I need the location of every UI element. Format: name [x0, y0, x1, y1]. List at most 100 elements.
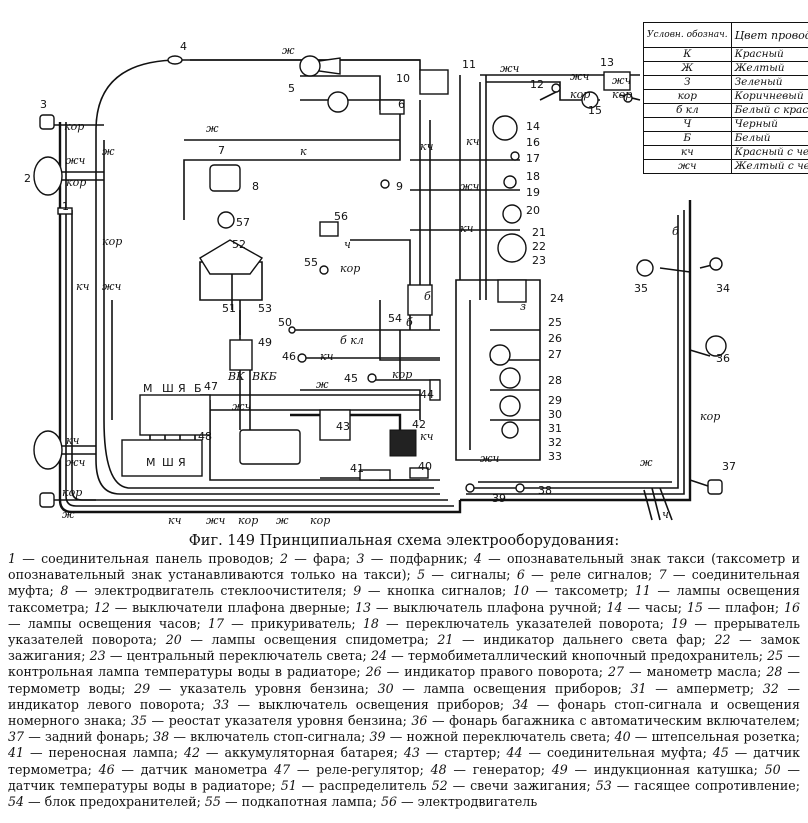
legend-description: соединительная панель проводов; — [41, 551, 274, 566]
legend-description: ножной переключатель света; — [406, 729, 611, 745]
legend-description: часы; — [644, 599, 682, 615]
callout-1: 1 — [62, 200, 69, 213]
wire-color: Черный — [730, 117, 808, 132]
callout-45: 45 — [344, 372, 358, 385]
legend-number: 21 — [437, 632, 454, 648]
callout-49: 49 — [258, 336, 272, 349]
callout-19: 19 — [526, 186, 540, 199]
radiator-sensor-icon — [288, 326, 296, 334]
legend-number: 27 — [608, 664, 625, 680]
legend-item: 12 — выключатели плафона дверные; — [93, 599, 351, 615]
callout-18: 18 — [526, 170, 540, 183]
callout-22: 22 — [532, 240, 546, 253]
wire-label: ж — [276, 514, 289, 527]
wire-label: жч — [570, 70, 590, 83]
wire-color: Желтый — [730, 61, 808, 76]
wire-label: кор — [340, 262, 360, 275]
callout-10: 10 — [396, 72, 410, 85]
callout-28: 28 — [548, 374, 562, 387]
callout-47: 47 — [204, 380, 218, 393]
legend-number: 7 — [658, 567, 667, 583]
wire-label: кч — [460, 222, 474, 235]
light-switch-icon — [497, 279, 527, 303]
callout-15: 15 — [588, 104, 602, 117]
wire-color: Белый — [730, 131, 808, 146]
figure-caption: Фиг. 149 Принципиальная схема электрообо… — [188, 533, 620, 549]
wire-label: жч — [500, 62, 520, 75]
legend-number: 45 — [712, 745, 729, 761]
legend-item: 45 — датчик термометра; — [8, 745, 801, 777]
callout-55: 55 — [304, 256, 318, 269]
wire-label: жч — [612, 74, 632, 87]
legend-description: фонарь стоп-сигнала и освещения номерног… — [8, 696, 801, 729]
wire-color: Коричневый — [730, 89, 808, 104]
legend-number: 3 — [356, 551, 365, 566]
callout-42: 42 — [412, 418, 426, 431]
lighter-icon — [510, 151, 520, 161]
legend-item: 54 — блок предохранителей; — [8, 794, 201, 810]
legend-description: распределитель — [319, 777, 427, 793]
legend-item: 43 — стартер; — [403, 745, 501, 761]
legend-item: 23 — центральный переключатель света; — [89, 648, 367, 664]
stop-switch-icon — [515, 483, 525, 493]
callout-14: 14 — [526, 120, 540, 133]
starter-icon — [239, 429, 301, 465]
legend-number: 11 — [634, 583, 651, 599]
wire-label: кор — [392, 368, 412, 381]
legend-description: переключатель указателей поворота; — [405, 615, 664, 631]
callout-44: 44 — [420, 388, 434, 401]
legend-item: 27 — манометр масла; — [608, 664, 762, 680]
legend-item: 21 — индикатор дальнего света фар; — [437, 632, 706, 648]
legend-item: 5 — сигналы; — [417, 567, 511, 583]
callout-40: 40 — [418, 460, 432, 473]
wire-label: кч — [168, 514, 182, 527]
legend-description: сигналы; — [450, 567, 511, 583]
wire-label: ж — [62, 508, 75, 521]
legend-item: 40 — штепсельная розетка; — [614, 729, 801, 745]
wire-label: кор — [570, 88, 590, 101]
foot-switch-icon — [465, 483, 475, 493]
legend-description: индукционная катушка; — [593, 761, 758, 777]
wire-label: жч — [460, 180, 480, 193]
legend-description: электродвигатель стеклоочистителя; — [94, 583, 347, 599]
legend-description: аккумуляторная батарея; — [224, 745, 398, 761]
callout-50: 50 — [278, 316, 292, 329]
legend-item: 24 — термобиметаллический кнопочный пред… — [370, 648, 763, 664]
callout-34: 34 — [716, 282, 730, 295]
legend-number: 49 — [551, 761, 568, 777]
wire-label: кор — [66, 176, 86, 189]
legend-number: 56 — [380, 794, 397, 810]
legend-description: опознавательный знак такси (таксометр и … — [8, 551, 800, 583]
legend-item: 42 — аккумуляторная батарея; — [183, 745, 398, 761]
legend-number: 39 — [369, 729, 386, 745]
legend-item: 14 — часы; — [606, 599, 682, 615]
callout-46: 46 — [282, 350, 296, 363]
fuel-gauge-icon — [499, 395, 521, 417]
legend-item: 30 — лампа освещения приборов; — [377, 680, 622, 696]
legend-number: 55 — [204, 794, 221, 810]
legend-number: 22 — [714, 632, 731, 648]
wire-label: кч — [76, 280, 90, 293]
legend-description: подкапотная лампа; — [241, 794, 377, 810]
wire-label: ж — [316, 378, 329, 391]
wire-label: ж — [102, 145, 115, 158]
manual-switch-icon — [603, 71, 631, 91]
legend-number: 41 — [8, 745, 25, 761]
legend-description: лампы освещения таксометра; — [8, 583, 800, 615]
fuse-block-icon — [407, 284, 433, 316]
legend-description: выключатели плафона дверные; — [132, 599, 351, 615]
wire-label: кор — [102, 235, 122, 248]
water-gauge-icon — [499, 367, 521, 389]
coupling-icon — [217, 211, 235, 229]
legend-item: 13 — выключатель плафона ручной; — [354, 599, 602, 615]
wire-label: кч — [66, 434, 80, 447]
callout-17: 17 — [526, 152, 540, 165]
wire-label: кч — [320, 350, 334, 363]
legend-number: 19 — [671, 615, 688, 631]
callout-30: 30 — [548, 408, 562, 421]
wire-label: б — [406, 316, 413, 329]
legend-number: 53 — [595, 777, 612, 793]
